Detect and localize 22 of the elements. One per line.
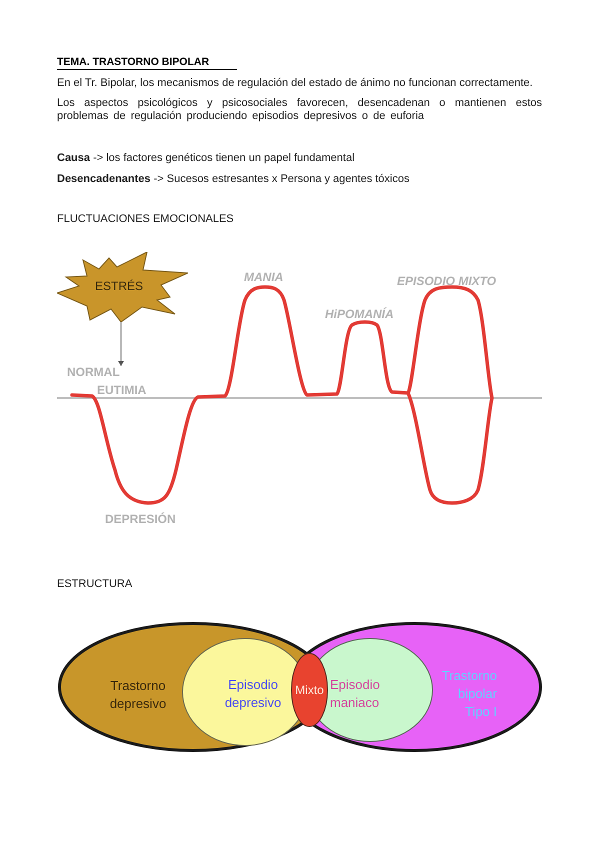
note-text: Desencadenantes -> Sucesos estresantes x Persona y agentes tóxicos (57, 173, 410, 186)
node-label: Trastorno bipolar Tipo I (440, 667, 497, 721)
paragraph: En el Tr. Bipolar, los mecanismos de regulación del estado de ánimo no funcionan correctamente. (57, 77, 534, 90)
overlap-ellipse (291, 653, 328, 727)
curve-label: EPISODIO MIXTO (397, 275, 496, 287)
section-heading: FLUCTUACIONES EMOCIONALES (57, 213, 234, 226)
paragraph: Los aspectos psicológicos y psicosociales favorecen, desencadenan o mantienen estos problemas de regulación produciendo episodios depresivos o de euforia (57, 97, 542, 123)
note-text: Causa -> los factores genéticos tienen un papel fundamental (57, 152, 356, 165)
curve-label: HiPOMANÍA (325, 308, 394, 320)
curve-label: DEPRESIÓN (105, 513, 176, 525)
node-label: Mixto (294, 682, 325, 698)
curve-label: NORMAL (67, 366, 123, 378)
node-label: Trastorno depresivo (108, 677, 168, 713)
curve-label: EUTIMIA (97, 384, 146, 396)
page-title: TEMA. TRASTORNO BIPOLAR (57, 56, 237, 70)
curve-label: MANIA (244, 271, 284, 283)
node-label: Episodio maniaco (330, 676, 381, 712)
node-label: ESTRÉS (94, 279, 144, 293)
starburst (57, 252, 188, 322)
section-heading: ESTRUCTURA (57, 578, 132, 591)
arrow (118, 322, 124, 366)
node-label: Episodio depresivo (224, 676, 282, 712)
